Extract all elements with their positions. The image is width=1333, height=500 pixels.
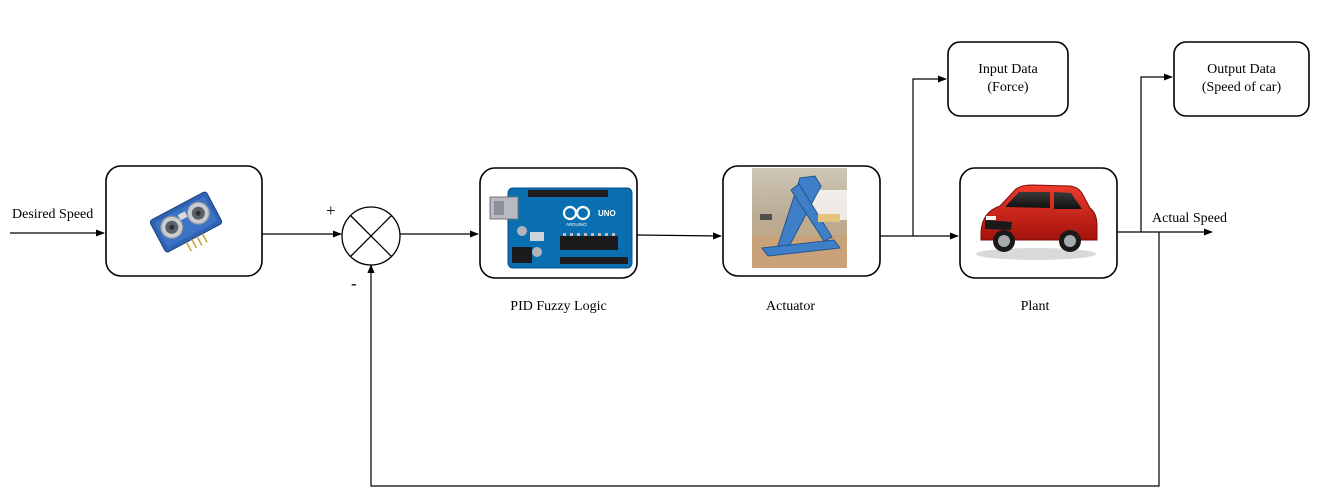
actuator-label: Actuator <box>766 299 815 314</box>
arduino-logo-icon <box>562 205 591 221</box>
input-data-title: Input Data <box>978 62 1038 77</box>
minus-sign: - <box>351 274 357 293</box>
actual-speed-label: Actual Speed <box>1152 211 1228 226</box>
input-data-subtitle: (Force) <box>987 80 1029 95</box>
controller-label: PID Fuzzy Logic <box>510 299 607 314</box>
signal-lines <box>10 73 1213 487</box>
summing-junction <box>341 206 401 266</box>
input-data-text: Input Data (Force) <box>948 42 1068 116</box>
output-data-text: Output Data (Speed of car) <box>1174 42 1309 116</box>
input-data-branch-arrow <box>912 75 947 236</box>
plus-sign: + <box>326 201 336 220</box>
output-data-branch-arrow <box>1140 73 1173 232</box>
arduino-brand-text: ARDUINO <box>566 222 587 227</box>
output-data-subtitle: (Speed of car) <box>1201 80 1282 95</box>
arduino-uno-text: UNO <box>598 209 616 218</box>
arduino-board-image: UNO ARDUINO <box>489 187 633 269</box>
car-image <box>976 184 1098 260</box>
output-data-block <box>1173 41 1310 117</box>
feedback-loop-arrow <box>367 232 1160 487</box>
plant-label: Plant <box>1020 299 1050 314</box>
desired-speed-label: Desired Speed <box>12 207 94 222</box>
output-data-title: Output Data <box>1207 62 1276 77</box>
controller-to-actuator-arrow <box>636 232 722 240</box>
ultrasonic-sensor-image <box>149 191 223 253</box>
input-data-block <box>947 41 1069 117</box>
actuator-image <box>752 168 847 268</box>
